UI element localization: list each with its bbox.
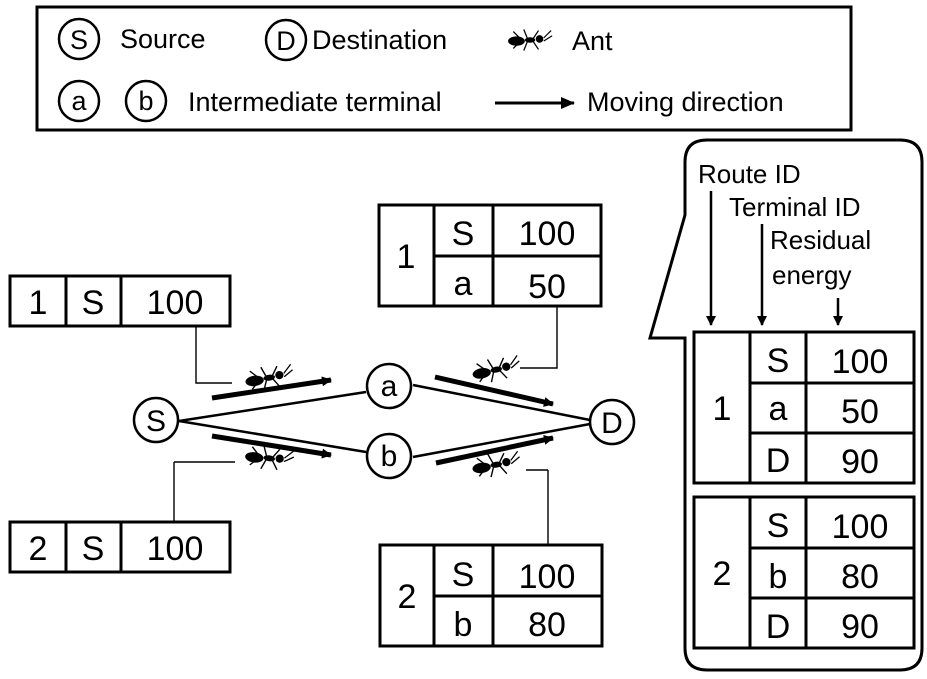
- route-id-cell: 1: [713, 390, 732, 428]
- table-mid-top: 1 S 100 a 50: [377, 203, 603, 308]
- legend-intermediate-b-symbol: [124, 79, 168, 123]
- move-arrow-b-d: [435, 434, 554, 466]
- terminal-id-cell: S: [452, 556, 475, 594]
- edge-a-d: [412, 383, 591, 422]
- table-left-bottom: 2 S 100: [8, 520, 232, 574]
- energy-cell: 100: [519, 558, 576, 596]
- node-destination-label: D: [601, 407, 623, 440]
- energy-cell: 90: [841, 443, 879, 481]
- route-id-cell: 1: [397, 238, 416, 276]
- network: S a b D: [132, 353, 636, 481]
- node-b: [365, 432, 413, 480]
- route-id-cell: 2: [398, 578, 417, 616]
- terminal-id-cell: D: [766, 442, 791, 480]
- energy-cell: 80: [528, 606, 566, 644]
- terminal-id-cell: b: [454, 606, 473, 644]
- energy-cell: 100: [147, 530, 204, 568]
- table-left-top: 1 S 100: [8, 274, 232, 328]
- edge-s-a: [178, 390, 367, 423]
- callout-energy-label: energy: [772, 260, 852, 290]
- route-id-cell: 1: [29, 284, 48, 322]
- legend-source-symbol-text: S: [70, 25, 88, 55]
- energy-cell: 50: [841, 393, 879, 431]
- legend-intermediate-a-symbol: [57, 79, 101, 123]
- legend: S Source D Destination Ant a b Intermedi…: [35, 5, 853, 132]
- callout-route-1-table: 1 S 100 a 50 D 90: [692, 330, 916, 485]
- node-source-label: S: [146, 405, 166, 438]
- energy-cell: 100: [832, 508, 889, 546]
- node-destination: [588, 398, 636, 446]
- callout-residual-label: Residual: [770, 225, 871, 255]
- energy-cell: 100: [147, 284, 204, 322]
- energy-cell: 100: [519, 215, 576, 253]
- terminal-id-cell: a: [769, 390, 788, 428]
- legend-destination-symbol-text: D: [276, 26, 296, 56]
- terminal-id-cell: S: [82, 530, 105, 568]
- move-arrow-s-a: [211, 376, 332, 401]
- legend-source-label: Source: [120, 24, 206, 54]
- energy-cell: 80: [841, 558, 879, 596]
- node-a: [365, 362, 413, 410]
- node-b-label: b: [381, 440, 398, 473]
- edge-b-d: [412, 422, 591, 459]
- legend-intermediate-b-text: b: [138, 86, 153, 116]
- node-source: [132, 396, 180, 444]
- legend-intermediate-label: Intermediate terminal: [188, 87, 442, 117]
- terminal-id-cell: b: [769, 558, 788, 596]
- energy-cell: 100: [832, 343, 889, 381]
- legend-destination-symbol: [264, 18, 308, 62]
- move-arrow-s-b: [211, 433, 332, 459]
- legend-frame: [35, 5, 853, 132]
- terminal-id-cell: D: [766, 608, 791, 646]
- terminal-id-cell: S: [82, 284, 105, 322]
- callout-route-2-table: 2 S 100 b 80 D 90: [692, 495, 916, 650]
- energy-cell: 90: [841, 608, 879, 646]
- node-a-label: a: [381, 370, 398, 403]
- terminal-id-cell: S: [767, 342, 790, 380]
- callout-terminal-id-label: Terminal ID: [729, 192, 860, 222]
- route-id-cell: 2: [29, 530, 48, 568]
- legend-source-symbol: [57, 17, 101, 61]
- legend-destination-label: Destination: [312, 25, 447, 55]
- callout-bubble: [648, 138, 924, 672]
- terminal-id-cell: S: [767, 507, 790, 545]
- edge-s-b: [178, 419, 367, 454]
- terminal-id-cell: a: [454, 265, 473, 303]
- legend-ant-label: Ant: [572, 26, 613, 56]
- ant-icon: [469, 353, 523, 386]
- route-id-cell: 2: [713, 555, 732, 593]
- table-mid-bottom: 2 S 100 b 80: [378, 543, 604, 648]
- legend-ant-icon: [507, 28, 553, 52]
- legend-direction-label: Moving direction: [587, 87, 784, 117]
- terminal-id-cell: S: [452, 215, 475, 253]
- legend-intermediate-a-text: a: [71, 86, 87, 116]
- callout: Route ID Terminal ID Residual energy 1 S…: [648, 138, 924, 672]
- table-connectors: [173, 307, 558, 545]
- callout-route-id-label: Route ID: [698, 159, 801, 189]
- move-arrow-a-d: [434, 374, 554, 407]
- energy-cell: 50: [528, 268, 566, 306]
